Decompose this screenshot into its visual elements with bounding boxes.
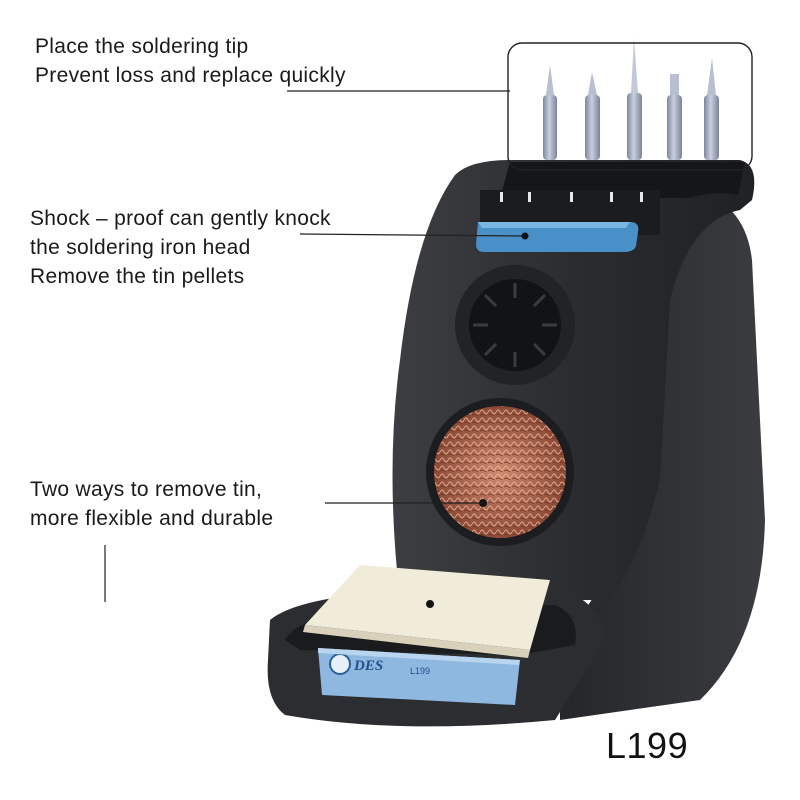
callout-tin-removal: Two ways to remove tin, more flexible an… (30, 475, 273, 533)
soldering-tip (585, 72, 600, 160)
callout-lines (104, 42, 753, 602)
tip-holder-slot (500, 162, 745, 198)
soldering-tips (543, 38, 719, 160)
callout-shock-line3: Remove the tin pellets (30, 265, 245, 288)
callout-tips-line1: Place the soldering tip (35, 35, 249, 58)
brand-logo-icon (329, 653, 351, 675)
callout-shock-proof: Shock – proof can gently knock the solde… (30, 204, 331, 291)
knock-ring-teeth (473, 283, 557, 367)
callout-shock-line2: the soldering iron head (30, 236, 251, 259)
soldering-tip (667, 74, 682, 160)
soldering-tip (627, 38, 642, 160)
cleaning-sponge (305, 565, 550, 650)
callout-tips-line2: Prevent loss and replace quickly (35, 64, 346, 87)
callout-tin-line2: more flexible and durable (30, 507, 274, 530)
plate-model: L199 (410, 666, 430, 676)
callout-shock-line1: Shock – proof can gently knock (30, 207, 331, 230)
plate-brand: DES (353, 658, 383, 674)
soldering-tip (704, 58, 719, 160)
callout-dot (426, 600, 434, 608)
shock-proof-pad (476, 222, 639, 252)
model-label: L199 (606, 725, 689, 766)
callout-tin-line1: Two ways to remove tin, (30, 478, 263, 501)
callout-tips: Place the soldering tip Prevent loss and… (35, 32, 346, 90)
soldering-tip (543, 65, 557, 160)
product-plate (318, 648, 520, 705)
cavity-vents (500, 192, 643, 202)
